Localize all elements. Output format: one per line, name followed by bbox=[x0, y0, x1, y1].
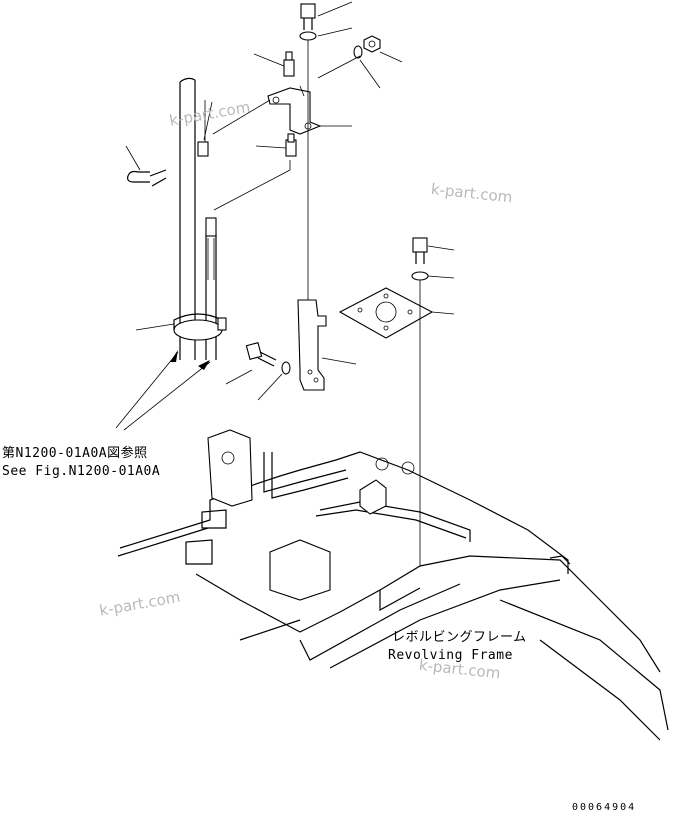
side-washer bbox=[281, 361, 291, 375]
reference-label-jp: 第N1200-01A0A図参照 bbox=[2, 446, 148, 461]
frame-label-en: Revolving Frame bbox=[388, 648, 513, 663]
top-washer bbox=[299, 31, 317, 41]
connection-lines bbox=[212, 40, 361, 300]
plate-washer bbox=[411, 271, 429, 281]
side-bolt bbox=[245, 342, 277, 367]
bracket-lower bbox=[297, 299, 327, 391]
drawing-number: 00064904 bbox=[572, 802, 637, 813]
bracket-upper bbox=[267, 87, 322, 135]
hose-fitting bbox=[205, 217, 217, 280]
nut-washer bbox=[353, 45, 363, 59]
pipe-clamp bbox=[173, 313, 227, 341]
reference-arrows bbox=[115, 350, 211, 431]
frame-label-jp: レボルビングフレーム bbox=[392, 630, 527, 645]
revolving-frame bbox=[117, 429, 669, 741]
plate-bolt bbox=[412, 237, 428, 264]
top-bolt bbox=[300, 3, 316, 30]
mounting-plate bbox=[338, 287, 434, 339]
grease-fitting-lower bbox=[285, 133, 297, 157]
grease-fitting-upper bbox=[283, 51, 295, 77]
reference-label-en: See Fig.N1200-01A0A bbox=[2, 464, 161, 479]
u-bolt bbox=[127, 169, 167, 187]
nut bbox=[363, 35, 381, 53]
callout-leaders bbox=[125, 1, 455, 401]
